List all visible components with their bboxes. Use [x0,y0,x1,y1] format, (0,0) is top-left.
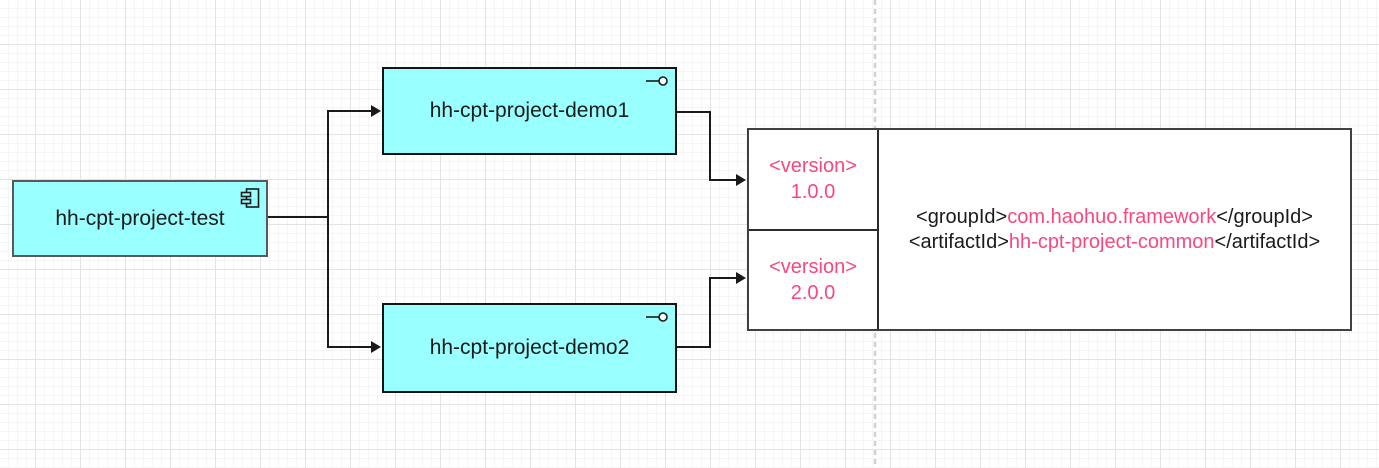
version-value: 1.0.0 [790,181,836,204]
artifactid-line: <artifactId>hh-cpt-project-common</artif… [909,230,1320,255]
version-cell-1[interactable]: <version> 1.0.0 [749,130,877,231]
node-label: hh-cpt-project-test [55,206,225,230]
node-label: hh-cpt-project-demo1 [429,99,630,122]
artifact-cell[interactable]: <groupId>com.haohuo.framework</groupId> … [879,130,1350,329]
arrowhead-icon [736,272,746,284]
version-cell-2[interactable]: <version> 2.0.0 [749,231,877,330]
artifactid-open-tag: <artifactId> [908,230,1009,253]
artifactid-close-tag: </artifactId> [1214,230,1321,253]
edge-demo2-to-version2[interactable] [677,272,746,348]
version-tag: <version> [769,155,857,178]
artifactid-value: hh-cpt-project-common [1008,230,1215,253]
groupid-close-tag: </groupId> [1216,205,1313,228]
arrowhead-icon [736,174,746,186]
provided-interface-lollipop-icon [646,312,668,322]
node-hh-cpt-project-demo1[interactable]: hh-cpt-project-demo1 [382,67,677,155]
groupid-open-tag: <groupId> [916,205,1008,228]
edge-test-to-demo2[interactable] [327,217,381,353]
node-label: hh-cpt-project-demo2 [429,336,630,359]
edge-test-to-demo1[interactable] [268,105,381,218]
provided-interface-lollipop-icon [646,76,668,86]
version-column: <version> 1.0.0 <version> 2.0.0 [749,130,879,329]
arrowhead-icon [371,341,381,353]
node-hh-cpt-project-test[interactable]: hh-cpt-project-test [12,180,268,257]
groupid-value: com.haohuo.framework [1007,205,1217,228]
edge-demo1-to-version1[interactable] [677,111,746,186]
node-hh-cpt-project-demo2[interactable]: hh-cpt-project-demo2 [382,303,677,393]
dependency-table[interactable]: <version> 1.0.0 <version> 2.0.0 <groupId… [747,128,1352,331]
arrowhead-icon [371,105,381,117]
uml-component-icon [240,188,260,208]
groupid-line: <groupId>com.haohuo.framework</groupId> [916,205,1313,230]
version-value: 2.0.0 [790,281,836,304]
version-tag: <version> [769,255,857,278]
